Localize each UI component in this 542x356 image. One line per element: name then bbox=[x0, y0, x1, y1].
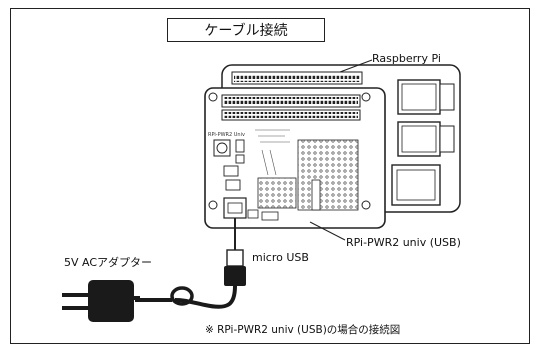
raspberry-pi-label: Raspberry Pi bbox=[372, 52, 441, 65]
diagram-caption: ※ RPi-PWR2 univ (USB)の場合の接続図 bbox=[205, 324, 401, 336]
raspberry-pi-pointer bbox=[339, 59, 373, 73]
board-silk-name: RPi-PWR2 Univ bbox=[208, 132, 245, 138]
ac-adapter-label: 5V ACアダプター bbox=[64, 256, 153, 269]
board-name-label: RPi-PWR2 univ (USB) bbox=[346, 236, 461, 249]
ac-adapter-shape bbox=[62, 280, 140, 322]
pwr2-hat-board bbox=[204, 87, 386, 229]
diagram-title: ケーブル接続 bbox=[167, 18, 325, 42]
micro-usb-label: micro USB bbox=[252, 251, 309, 264]
micro-usb-cable bbox=[135, 218, 246, 309]
board-pointer bbox=[309, 221, 346, 241]
